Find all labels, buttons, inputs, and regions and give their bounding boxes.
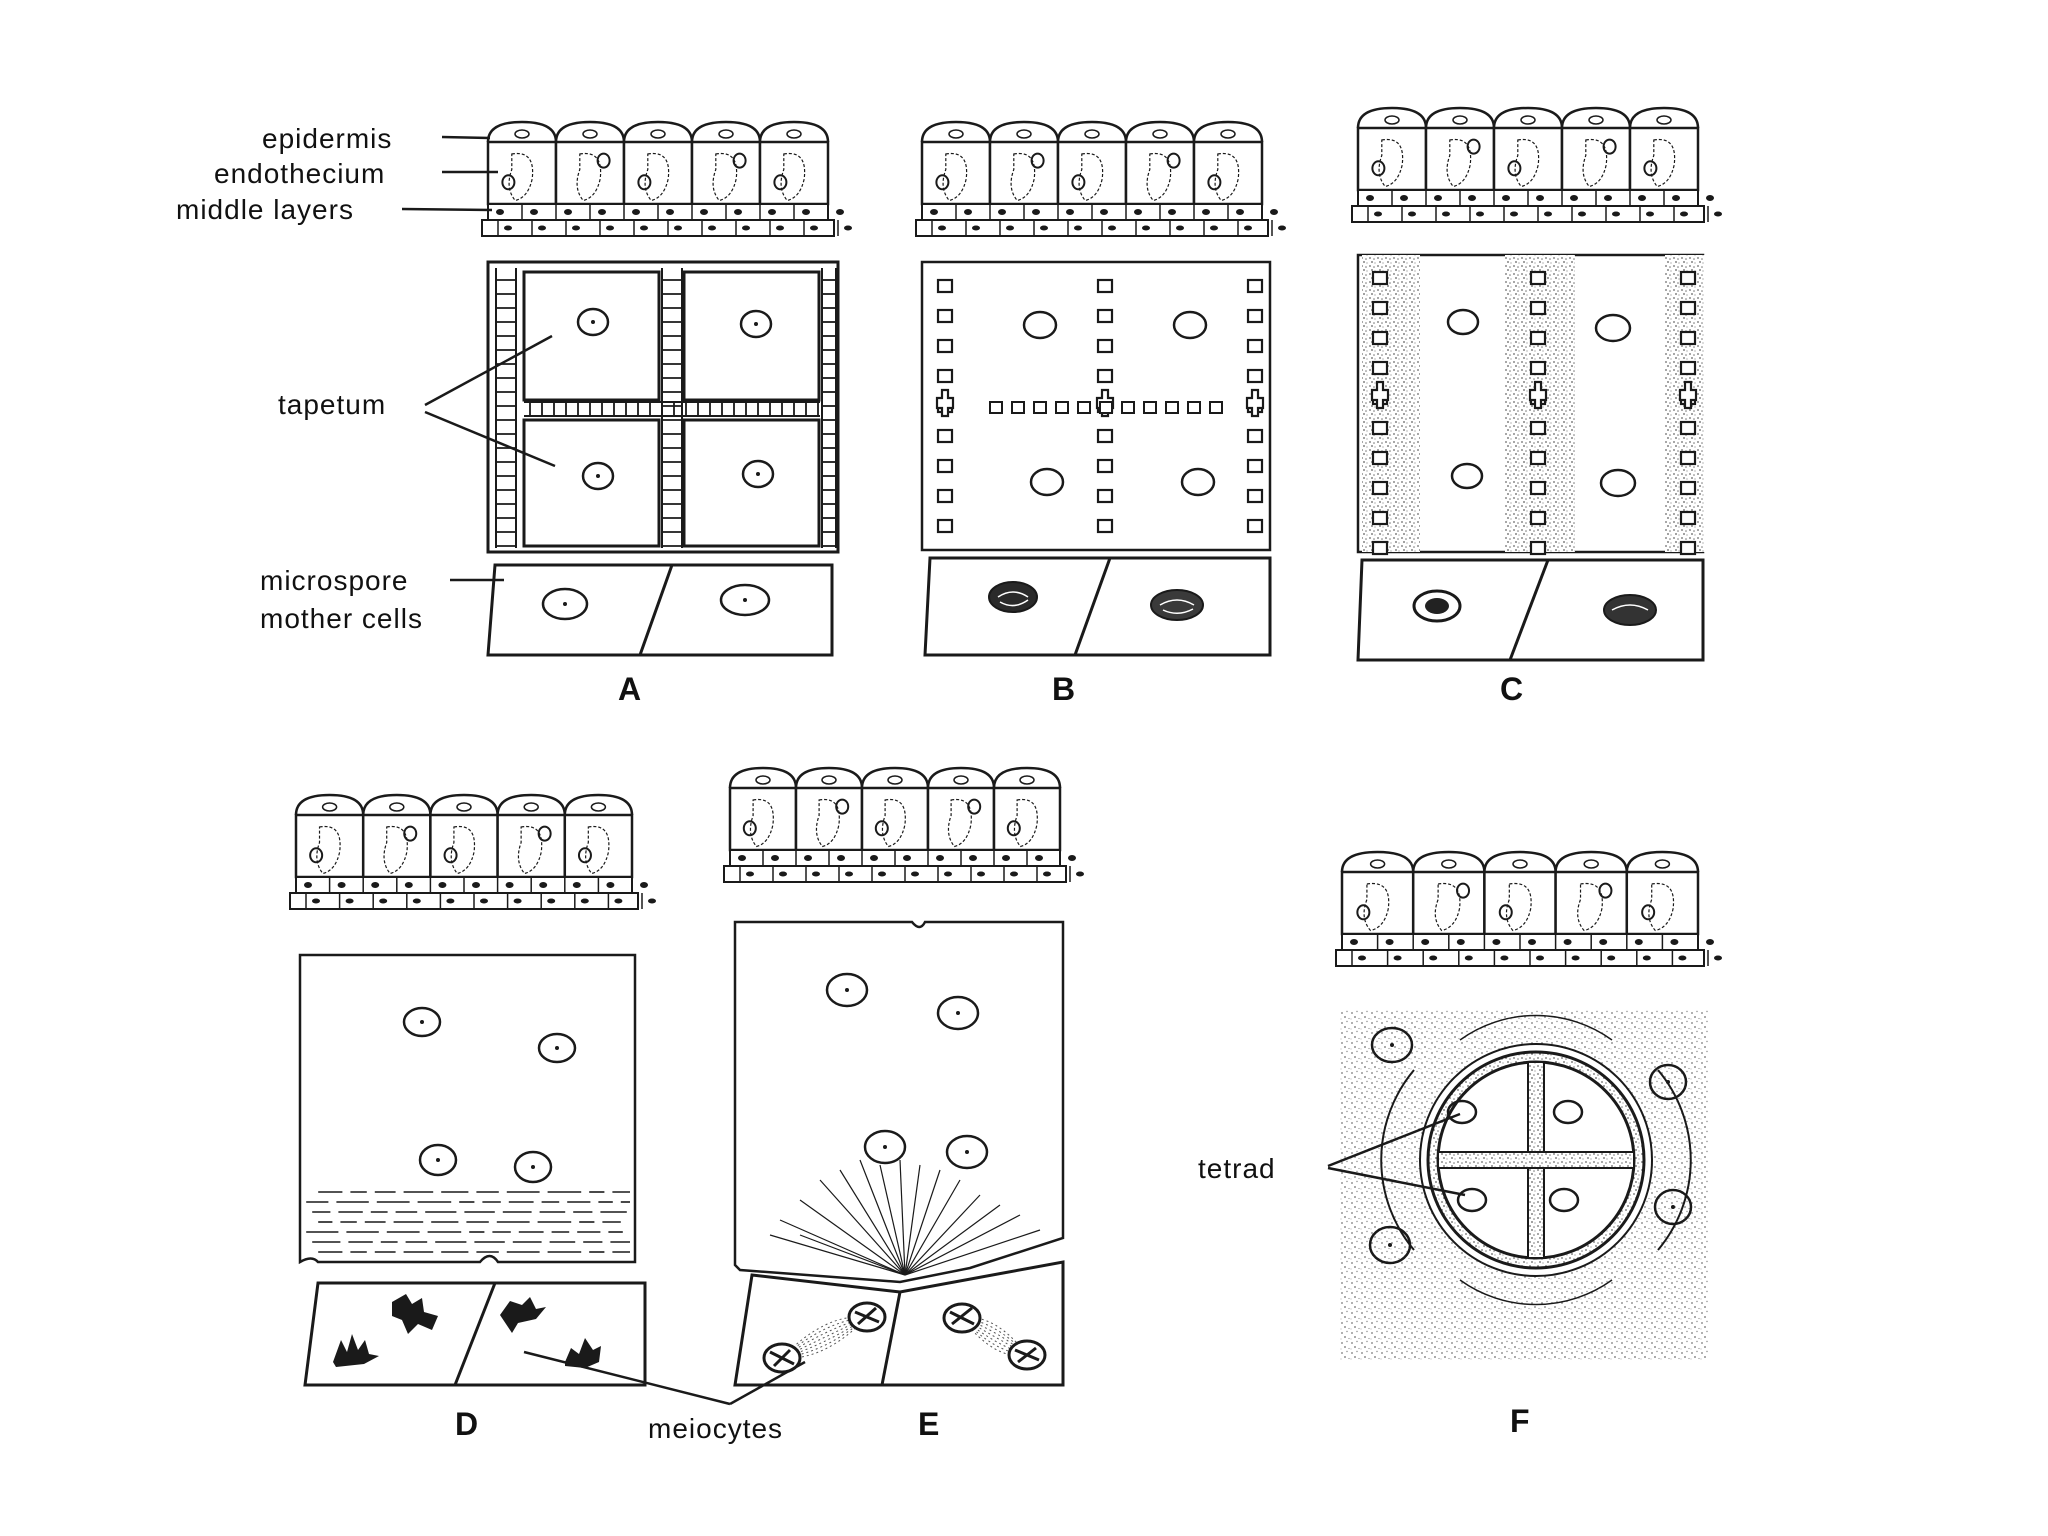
panel-letter-f: F: [1510, 1403, 1530, 1439]
panel-c-tapetum: [1356, 253, 1705, 556]
panel-b-wall: [915, 120, 1286, 237]
panel-c-mother-cells: [1356, 558, 1705, 662]
label-tetrad: tetrad: [1198, 1153, 1276, 1184]
label-microspore: microspore: [260, 565, 408, 596]
panel-e-wall: [723, 766, 1084, 883]
panel-letter-e: E: [918, 1406, 939, 1442]
panel-letter-b: B: [1052, 671, 1075, 707]
panel-letter-a: A: [618, 671, 641, 707]
panel-a-wall: [481, 120, 852, 237]
label-tapetum: tapetum: [278, 389, 386, 420]
panel-d-meiocytes: [303, 1281, 647, 1387]
panel-a: [481, 120, 852, 657]
label-epidermis: epidermis: [262, 123, 392, 154]
panel-a-tapetum: [486, 260, 840, 554]
panel-e: [723, 766, 1084, 1387]
panel-letter-d: D: [455, 1406, 478, 1442]
panel-letter-c: C: [1500, 671, 1523, 707]
label-meiocytes: meiocytes: [648, 1413, 783, 1444]
label-middle-layers: middle layers: [176, 194, 354, 225]
panel-b-tapetum: [920, 260, 1272, 552]
panel-letters: A B C D E F: [455, 671, 1530, 1442]
panel-b: [915, 120, 1286, 657]
panel-a-mother-cells: [486, 563, 834, 657]
panel-d-wall: [289, 793, 656, 910]
leader-lines: [401, 135, 1466, 1406]
panel-c-wall: [1351, 106, 1722, 223]
panel-f: [1335, 850, 1722, 1360]
panel-f-tetrad: [1380, 1014, 1692, 1306]
panel-c: [1351, 106, 1722, 662]
labels: epidermis endothecium middle layers tape…: [176, 123, 1276, 1444]
panel-e-tapetum: [733, 920, 1065, 1284]
panel-e-meiocytes: [733, 1260, 1065, 1387]
label-endothecium: endothecium: [214, 158, 385, 189]
panel-d: [289, 793, 656, 1387]
panel-b-mother-cells: [923, 556, 1272, 657]
label-mother-cells: mother cells: [260, 603, 423, 634]
panel-d-tapetum: [298, 953, 637, 1265]
panel-f-wall: [1335, 850, 1722, 967]
